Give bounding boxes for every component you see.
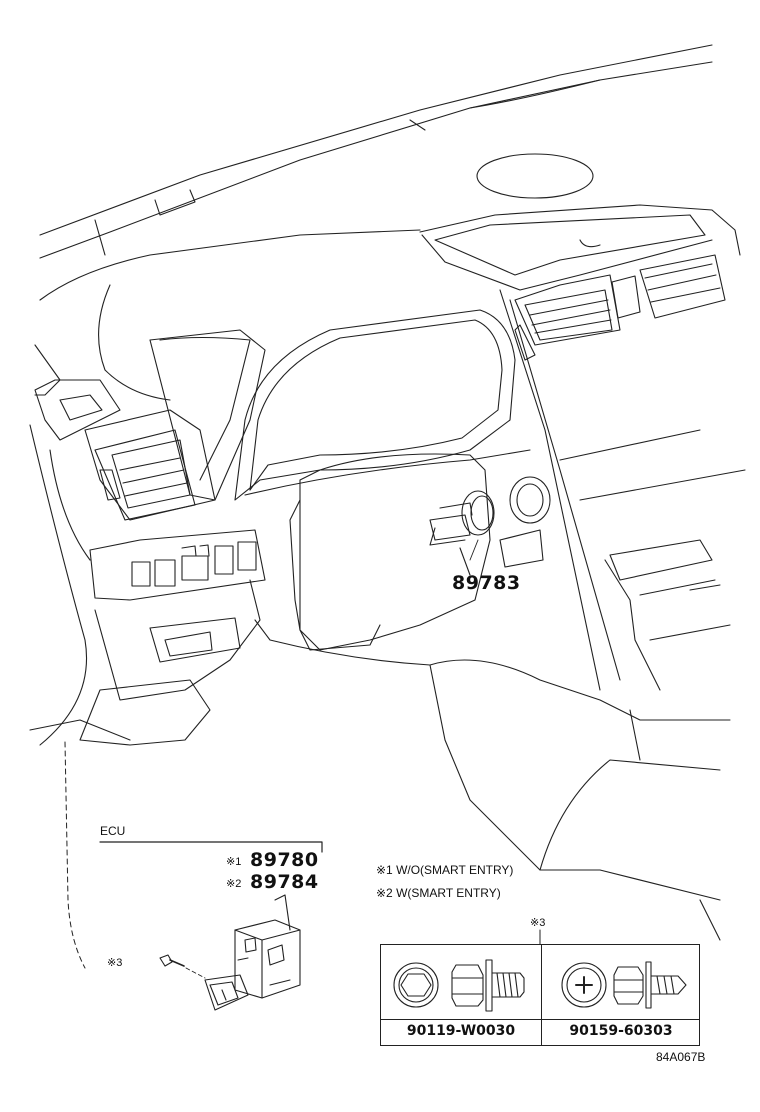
mark-1: ※1 xyxy=(226,856,242,868)
ecu-dashed-leader xyxy=(64,741,86,969)
part-number-89783[interactable]: 89783 xyxy=(452,572,521,594)
mark-2: ※2 xyxy=(226,878,242,890)
drawing-code: 84A067B xyxy=(656,1050,706,1064)
knob-illustration xyxy=(499,476,551,568)
ecu-label-line xyxy=(99,841,323,853)
steering-column xyxy=(289,453,491,651)
ecu-illustration xyxy=(204,894,301,1011)
ecu-label: ECU xyxy=(100,824,126,838)
phillips-screw-90159-icon xyxy=(561,961,687,1009)
part-number-90159-60303[interactable]: 90159-60303 xyxy=(569,1023,673,1039)
bolt-illustration xyxy=(159,954,206,979)
table-divider-horizontal xyxy=(381,1019,699,1020)
speaker-grille xyxy=(476,153,594,199)
part-number-89784[interactable]: 89784 xyxy=(250,871,319,893)
table-divider-vertical xyxy=(541,945,542,1045)
note-with-smart-entry: ※2 W(SMART ENTRY) xyxy=(376,886,501,900)
dash-body xyxy=(29,229,421,746)
instrument-cluster xyxy=(149,309,531,501)
part-number-89780[interactable]: 89780 xyxy=(250,849,319,871)
lower-panel xyxy=(254,619,731,941)
bolt-mark: ※3 xyxy=(107,957,123,969)
center-vents xyxy=(419,204,746,691)
fastener-table: 90119-W0030 90159-60303 xyxy=(380,944,700,1046)
table-mark: ※3 xyxy=(530,917,546,929)
leader-89783 xyxy=(469,539,479,561)
start-switch-illustration xyxy=(429,490,495,576)
hex-bolt-90119-icon xyxy=(393,959,525,1012)
dash-top-edge xyxy=(39,44,713,259)
part-number-90119-w0030[interactable]: 90119-W0030 xyxy=(406,1023,516,1039)
note-without-smart-entry: ※1 W/O(SMART ENTRY) xyxy=(376,863,514,877)
